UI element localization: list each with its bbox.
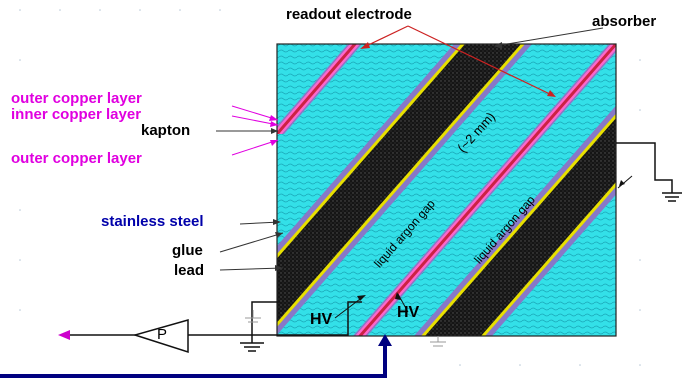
kapton-label: kapton [141,122,191,139]
ground-right [616,142,682,202]
absorber-ground-tick [617,175,633,189]
absorber-pointer [494,27,604,49]
readout-circuit [66,301,362,352]
readout-electrode-pointers [360,25,556,97]
readout-electrode-top [277,44,362,134]
absorber-label: absorber [592,13,657,30]
stainless-steel-label: stainless steel [101,213,204,230]
absorber-strip-right [414,105,616,336]
preamp-triangle [132,319,189,354]
hv-left-label: HV [310,311,333,328]
absorber-strip-left [277,44,532,335]
hv-cable [0,334,392,378]
readout-electrode-label: readout electrode [286,6,412,23]
background-dots [19,9,641,366]
outer-copper-layer-top-label: outer copper layer [11,90,142,107]
label-pointers [216,105,284,271]
hv-right-label: HV [397,304,420,321]
ground-inside-bottom [430,336,446,347]
preamp-label: P [157,326,168,343]
readout-electrode-middle [353,44,616,336]
inner-copper-layer-label: inner copper layer [11,106,142,123]
glue-label: glue [172,242,203,259]
lead-label: lead [174,262,205,279]
output-arrow-icon [58,330,70,340]
hv-pointers [334,292,409,319]
outer-copper-layer-bottom-label: outer copper layer [11,150,142,167]
ground-inside-left [245,310,261,323]
calorimeter-cross-section [277,44,616,336]
